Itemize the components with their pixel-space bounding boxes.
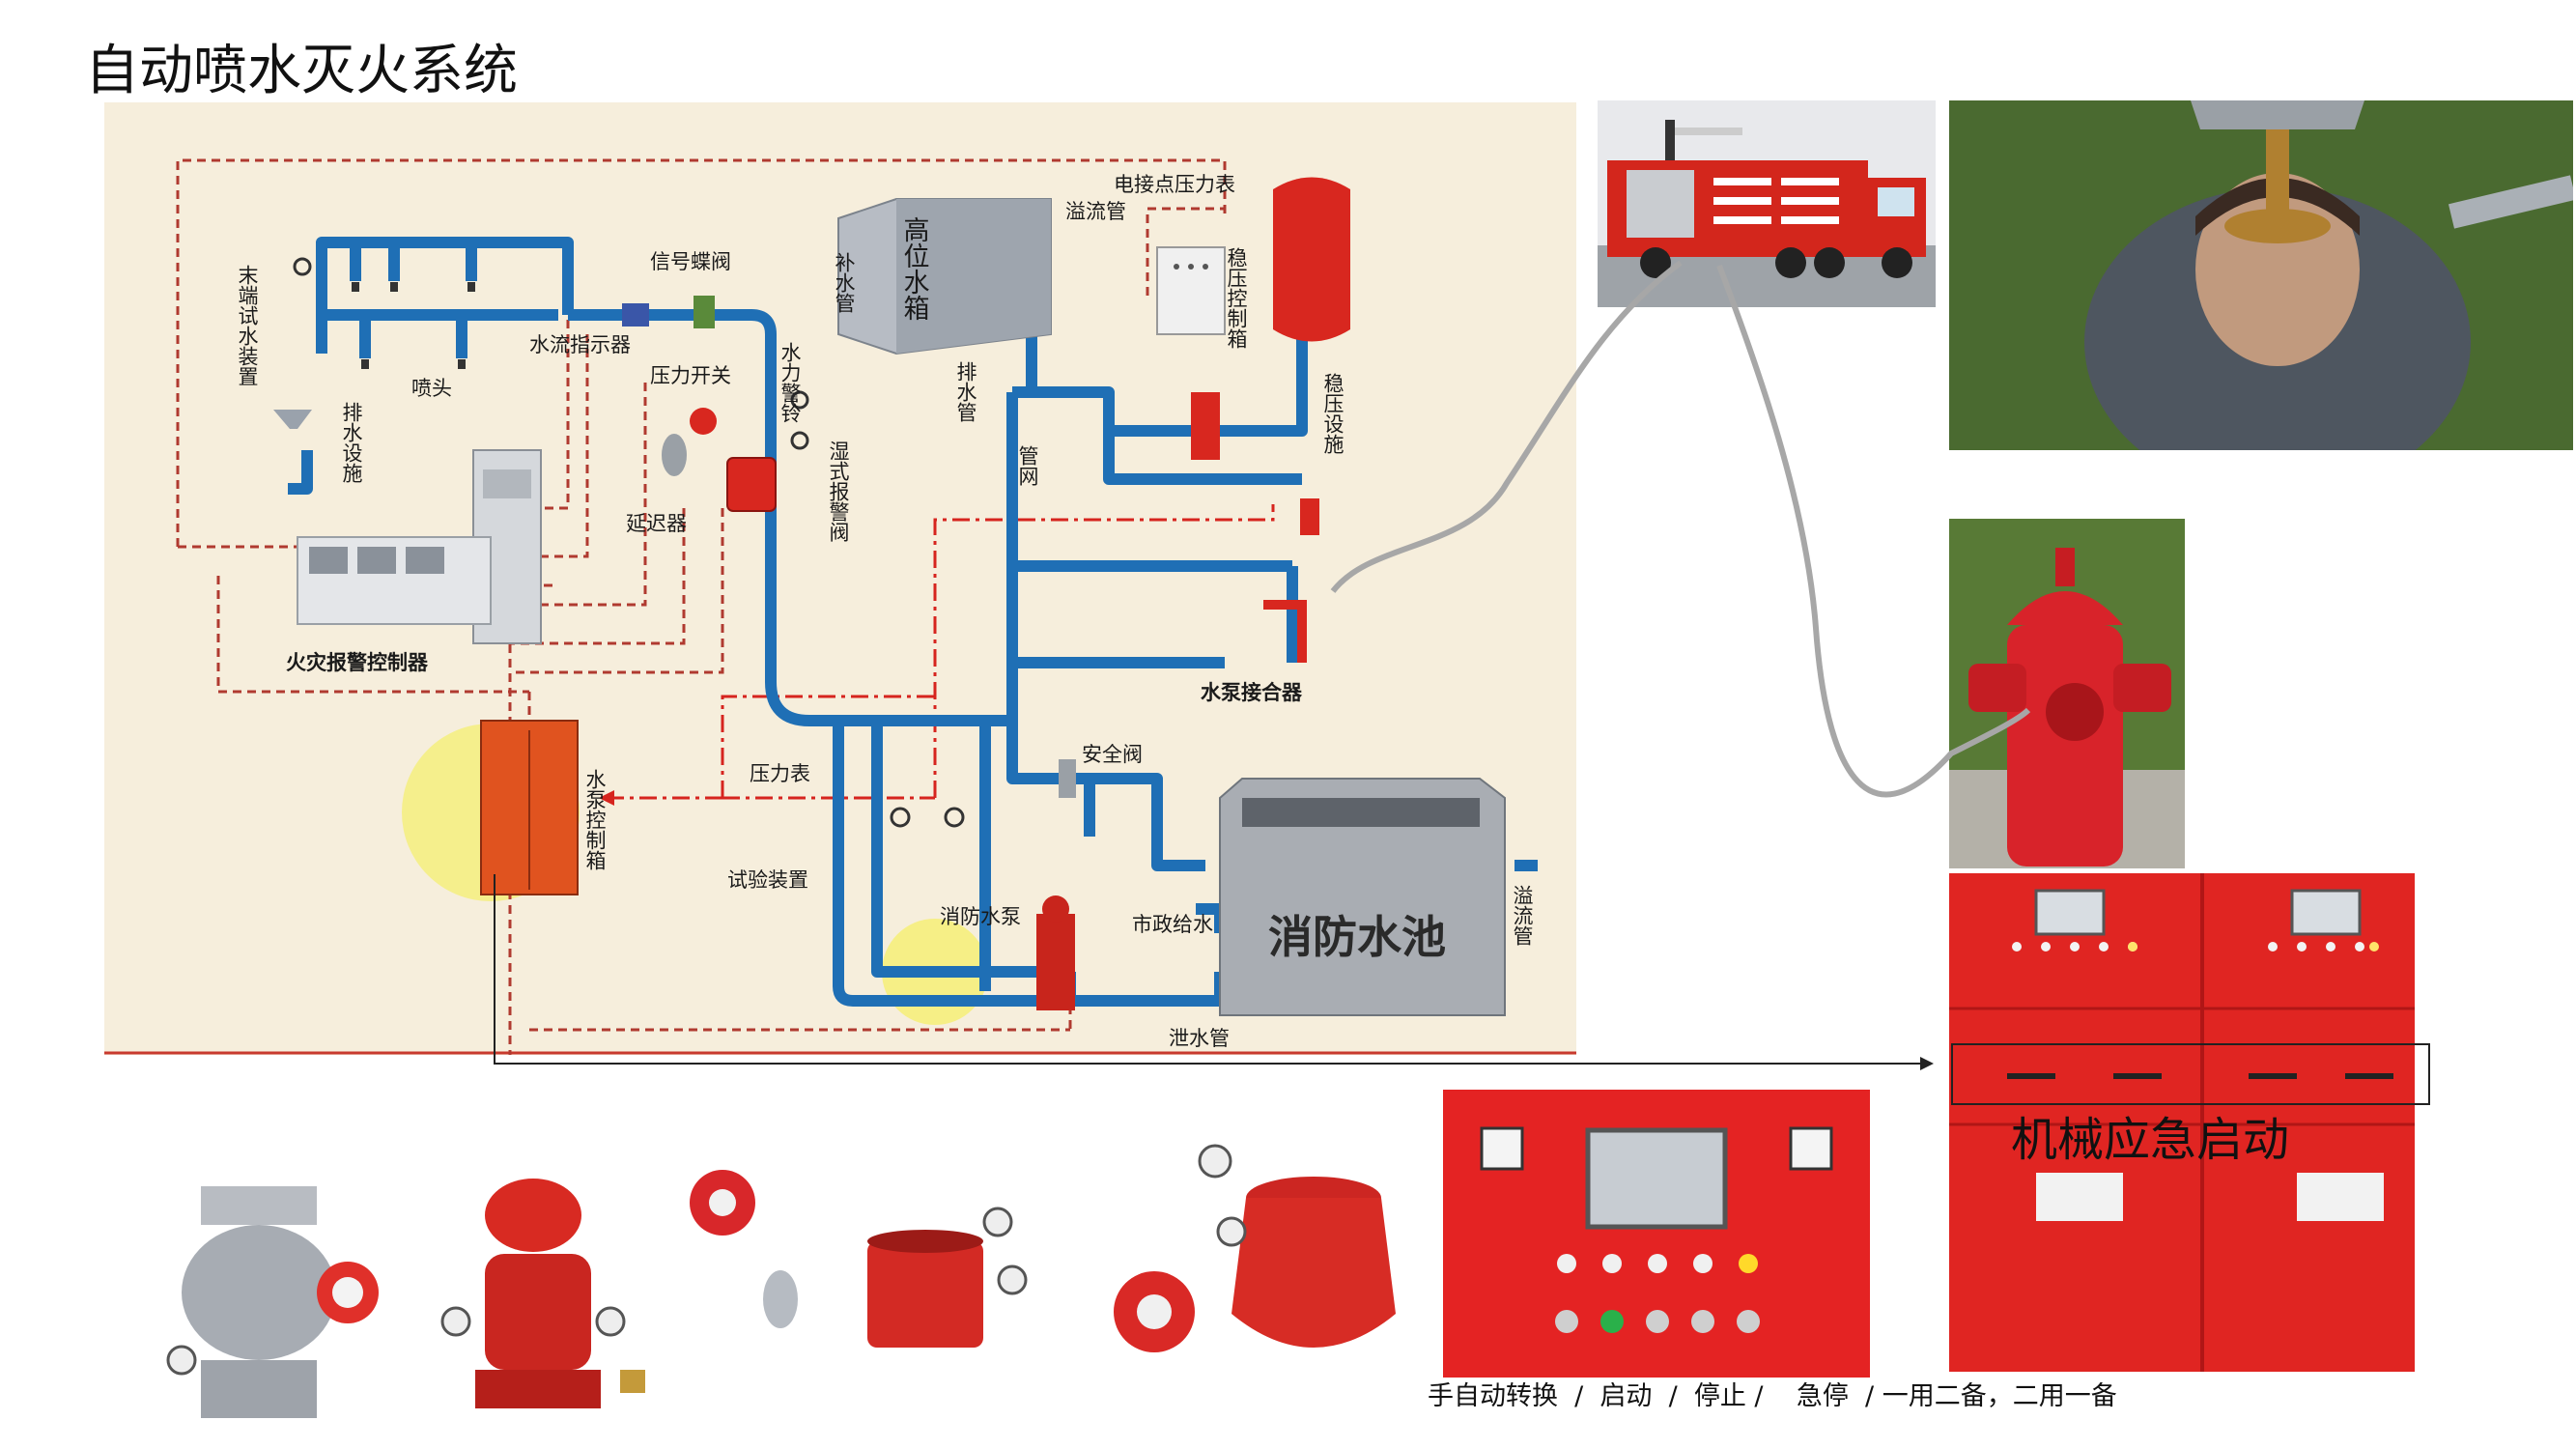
alarm-valve-photo-3 — [684, 1154, 1041, 1367]
alarm-valve-large-icon — [1114, 1144, 1396, 1352]
wet-alarm-valve-shape — [726, 457, 777, 512]
label-fire-alarm-controller: 火灾报警控制器 — [286, 651, 429, 674]
control-panel-caption: 手自动转换 / 启动 / 停止 / 急停 / 一用二备，二用一备 — [1428, 1381, 2117, 1411]
label-pump-control-box: 水泵控制箱 — [583, 769, 607, 870]
sprinkler-head-icon — [1949, 100, 2573, 450]
emergency-start-label: 机械应急启动 — [2011, 1113, 2290, 1167]
label-drain-facility: 排水设施 — [340, 402, 363, 483]
control-cabinet-icon — [1949, 873, 2415, 1372]
emergency-switch-highlight — [1951, 1043, 2430, 1105]
alarm-valve-red-icon — [440, 1179, 645, 1408]
page-title: 自动喷水灭火系统 — [85, 40, 518, 102]
label-wet-alarm-valve: 湿式报警阀 — [827, 440, 850, 542]
label-fire-pool: 消防水池 — [1268, 911, 1446, 963]
fire-pool-shape — [1219, 778, 1506, 1016]
alarm-valve-photo-2 — [417, 1128, 678, 1437]
label-pressure-switch: 压力开关 — [650, 364, 731, 387]
label-safety-valve: 安全阀 — [1082, 743, 1143, 766]
fire-hydrant-photo — [1949, 519, 2185, 868]
label-signal-valve: 信号蝶阀 — [650, 250, 731, 273]
label-test-device: 试验装置 — [727, 868, 808, 892]
label-drain-pipe-top: 排水管 — [954, 361, 977, 422]
label-pump-adapter: 水泵接合器 — [1201, 681, 1303, 704]
label-sprinkler-head: 喷头 — [411, 377, 452, 400]
label-overflow-pipe-top: 溢流管 — [1065, 200, 1126, 223]
sprinkler-head-photo — [1949, 100, 2573, 450]
label-fire-pump: 消防水泵 — [940, 905, 1021, 928]
label-end-test: 末端试水装置 — [236, 265, 259, 386]
vertical-labels: 末端试水装置 排水设施 水力警铃 湿式报警阀 补水管 高位水箱 排水管 稳压控制… — [236, 216, 1534, 947]
label-make-up-pipe: 补水管 — [833, 252, 856, 313]
alarm-valve-photo-4 — [1087, 1140, 1430, 1410]
alarm-valve-gray-icon — [166, 1186, 379, 1418]
label-high-tank: 高位水箱 — [899, 216, 930, 321]
horizontal-labels: 喷头 信号蝶阀 水流指示器 压力开关 延迟器 火灾报警控制器 溢流管 电接点压力… — [286, 173, 1446, 1050]
adapter-to-truck-connector — [1330, 260, 1683, 593]
label-flow-indicator: 水流指示器 — [529, 333, 631, 356]
fire-truck-icon — [1598, 120, 1936, 307]
fire-hydrant-icon — [1949, 519, 2185, 868]
label-stabilizer: 稳压设施 — [1321, 373, 1345, 454]
control-panel-icon — [1443, 1090, 1870, 1378]
fire-truck-photo — [1598, 100, 1936, 307]
label-water-alarm-bell: 水力警铃 — [778, 342, 802, 423]
label-pressure-gauge: 压力表 — [750, 762, 810, 785]
pump-control-cabinet-photo — [1949, 873, 2415, 1372]
stabilizer-tank-shape — [1273, 177, 1350, 342]
label-pipe-network: 管网 — [1016, 445, 1039, 486]
label-retarder: 延迟器 — [626, 512, 687, 535]
control-box-arrow-line — [494, 874, 1932, 1065]
alarm-valve-photo-1 — [124, 1148, 398, 1437]
label-stabilizer-box: 稳压控制箱 — [1225, 247, 1248, 349]
alarm-valve-horizontal-icon — [690, 1170, 1028, 1348]
label-municipal-supply: 市政给水 — [1132, 913, 1213, 936]
label-overflow-pipe-right: 溢流管 — [1511, 885, 1534, 946]
sprinkler-system-diagram: 末端试水装置 排水设施 水力警铃 湿式报警阀 补水管 高位水箱 排水管 稳压控制… — [104, 102, 1576, 1055]
pump-control-lines — [607, 504, 1275, 800]
truck-to-hydrant-connector — [1716, 264, 2031, 798]
label-contact-gauge: 电接点压力表 — [1114, 173, 1235, 196]
label-drain-pipe-bottom: 泄水管 — [1169, 1027, 1230, 1050]
control-panel-photo — [1443, 1090, 1870, 1378]
fire-pump-shape — [1036, 914, 1075, 1010]
